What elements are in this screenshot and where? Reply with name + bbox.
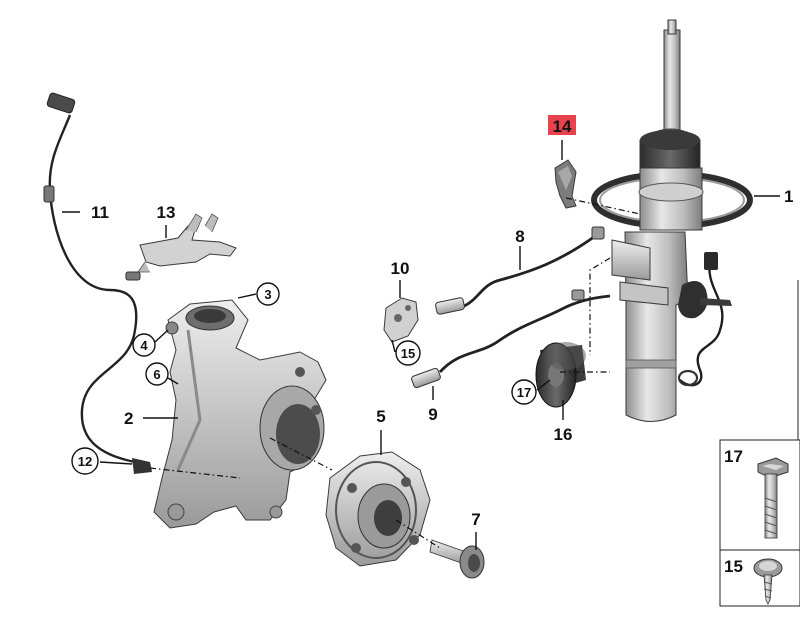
strut-link-2 <box>700 298 732 306</box>
abs-sensor[interactable] <box>43 92 152 474</box>
legend-17-label[interactable]: 17 <box>724 447 743 466</box>
callout-7[interactable]: 7 <box>471 510 480 529</box>
strut-cable <box>679 259 724 387</box>
strut-band <box>625 359 677 369</box>
screw-15-icon <box>753 558 783 605</box>
rod-tip <box>667 19 677 35</box>
piston-rod <box>663 29 681 141</box>
damper-weight[interactable] <box>535 342 586 408</box>
callout-4[interactable]: 4 <box>140 338 148 353</box>
bracket-small[interactable] <box>383 297 419 343</box>
legend-border-top <box>719 439 800 551</box>
callout-12-circle <box>71 447 99 475</box>
callout-1[interactable]: 1 <box>784 187 793 206</box>
callout-3[interactable]: 3 <box>264 287 271 302</box>
strut-connector <box>704 252 718 270</box>
leader-lines <box>62 140 780 550</box>
callout-12[interactable]: 12 <box>78 454 92 469</box>
strut-lower-eye <box>677 369 699 387</box>
bump-stop-top <box>640 130 700 150</box>
callout-9[interactable]: 9 <box>428 405 437 424</box>
bolt-17-icon <box>757 457 789 539</box>
callout-14-highlight <box>548 115 576 135</box>
strut-clamp <box>611 239 651 281</box>
callout-17[interactable]: 17 <box>517 385 531 400</box>
strut-link <box>678 281 708 319</box>
legend-15-label[interactable]: 15 <box>724 557 743 576</box>
cable-bracket[interactable] <box>137 213 237 273</box>
callout-15-circle <box>395 340 421 366</box>
brake-wear-sensor[interactable] <box>435 226 605 315</box>
wheel-hub[interactable] <box>325 451 431 567</box>
callout-3-circle <box>256 282 280 306</box>
strut-clamp-2 <box>619 281 669 306</box>
callout-6-circle <box>145 362 169 386</box>
callout-2[interactable]: 2 <box>124 409 133 428</box>
strut-assembly[interactable] <box>591 19 753 422</box>
callout-15[interactable]: 15 <box>401 346 415 361</box>
legend-border-bottom <box>719 549 800 607</box>
callout-13[interactable]: 13 <box>157 203 176 222</box>
callout-14[interactable]: 14 <box>553 117 572 136</box>
knuckle[interactable] <box>153 299 327 529</box>
strut-upper-ring <box>638 182 704 202</box>
assembly-lines <box>149 197 641 549</box>
callout-4-circle <box>132 333 156 357</box>
hub-bolt[interactable] <box>429 539 485 579</box>
callout-5[interactable]: 5 <box>376 407 385 426</box>
speed-sensor-cable[interactable] <box>411 289 611 389</box>
strut-bracket[interactable] <box>554 159 577 209</box>
callout-17-circle <box>511 379 537 405</box>
callout-6[interactable]: 6 <box>153 367 160 382</box>
callout-10[interactable]: 10 <box>391 259 410 278</box>
callout-8[interactable]: 8 <box>515 227 524 246</box>
callout-11[interactable]: 11 <box>91 203 109 222</box>
callout-16[interactable]: 16 <box>554 425 573 444</box>
legend-panel: 17 15 <box>719 280 800 607</box>
callout-labels: 1 2 3 4 5 6 7 8 9 10 11 12 13 14 15 <box>71 115 793 529</box>
